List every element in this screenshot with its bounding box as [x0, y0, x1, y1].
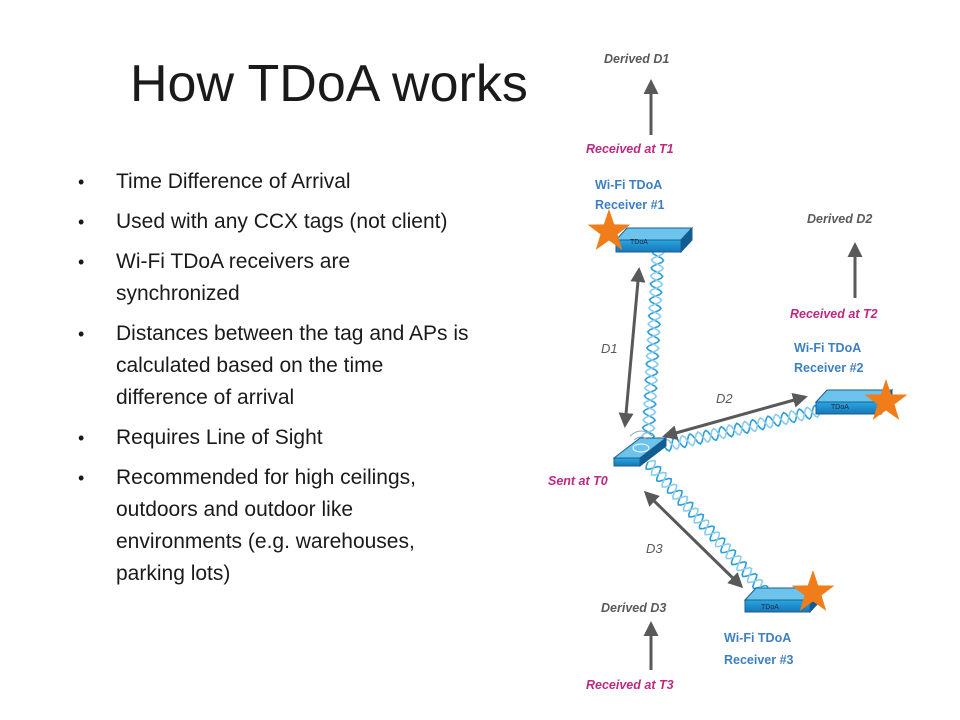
- d3-arrow: [643, 490, 744, 589]
- wave-to-receiver-1: [641, 251, 665, 441]
- bullet-dot-icon: •: [78, 324, 85, 344]
- receiver-3-name-line1: Wi-Fi TDoA: [724, 631, 791, 645]
- receiver-3-star-icon: [791, 570, 835, 611]
- receiver-3-name-line2: Receiver #3: [724, 653, 794, 667]
- bullet-item: •Recommended for high ceilings, outdoors…: [78, 462, 478, 590]
- bullet-item: •Requires Line of Sight: [78, 422, 478, 454]
- signal-waves: [641, 251, 824, 602]
- derived-d2-label: Derived D2: [807, 212, 872, 226]
- receiver-2-device-label: TDoA: [831, 404, 849, 411]
- wave-to-receiver-1: [641, 251, 665, 441]
- receiver-2-name-line2: Receiver #2: [794, 361, 864, 375]
- derived-d3-label: Derived D3: [601, 601, 666, 615]
- bullet-dot-icon: •: [78, 428, 85, 448]
- tag-device: [612, 430, 668, 468]
- bullet-dot-icon: •: [78, 172, 85, 192]
- bullet-dot-icon: •: [78, 212, 85, 232]
- bullet-item: •Wi-Fi TDoA receivers are synchronized: [78, 246, 478, 310]
- bullet-item: •Used with any CCX tags (not client): [78, 206, 478, 238]
- d1-arrow: [618, 267, 646, 428]
- sent-t0-label: Sent at T0: [548, 474, 608, 488]
- receiver-3-device-label: TDoA: [761, 604, 779, 611]
- bullet-dot-icon: •: [78, 252, 85, 272]
- receiver-1-name-line2: Receiver #1: [595, 198, 665, 212]
- d2-arrow: [662, 392, 808, 441]
- wave-to-receiver-3: [647, 459, 774, 597]
- receiver-1-device: TDoA: [614, 226, 694, 254]
- receiver-2-star-icon: [864, 379, 908, 420]
- bullet-dot-icon: •: [78, 468, 85, 488]
- derived-d1-label: Derived D1: [604, 52, 669, 66]
- received-t3-label: Received at T3: [586, 678, 674, 692]
- received-t1-label: Received at T1: [586, 142, 674, 156]
- d2-label: D2: [716, 391, 733, 406]
- bullet-list: •Time Difference of Arrival •Used with a…: [78, 166, 478, 598]
- receiver-1-star-icon: [587, 209, 631, 250]
- received-t2-label: Received at T2: [790, 307, 878, 321]
- bullet-item: •Distances between the tag and APs is ca…: [78, 318, 478, 414]
- receiver-1-name-line1: Wi-Fi TDoA: [595, 178, 662, 192]
- receiver-2-name-line1: Wi-Fi TDoA: [794, 341, 861, 355]
- d1-label: D1: [601, 341, 618, 356]
- receiver-1-device-label: TDoA: [630, 239, 648, 246]
- slide-title: How TDoA works: [130, 55, 528, 113]
- bullet-item: •Time Difference of Arrival: [78, 166, 478, 198]
- d3-label: D3: [646, 541, 663, 556]
- wave-to-receiver-3: [645, 461, 769, 602]
